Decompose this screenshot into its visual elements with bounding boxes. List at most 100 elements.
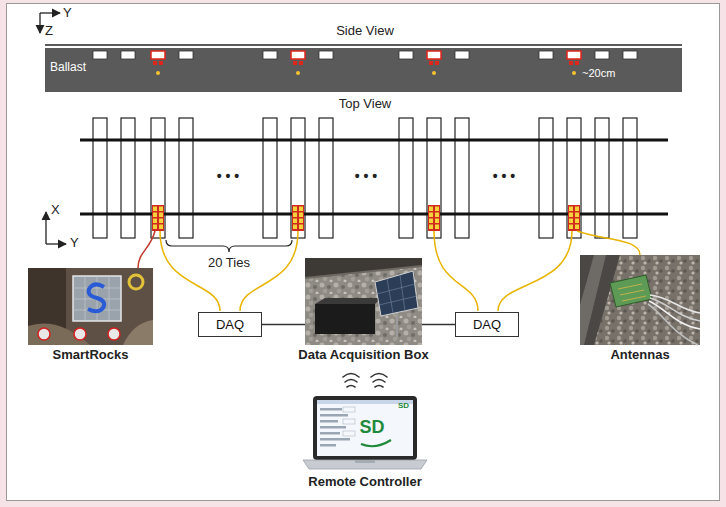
data-acquisition-box-photo-art	[315, 298, 381, 304]
side-view-ballast	[399, 51, 413, 59]
side-view-ballast	[45, 44, 682, 92]
axis-label: X	[51, 203, 60, 218]
view-title: Top View	[339, 97, 392, 112]
smartrocks-photo-art	[88, 284, 104, 311]
side-axis	[39, 13, 40, 33]
top-view-track	[539, 118, 553, 238]
top-view-track	[319, 118, 333, 238]
data-acquisition-box-photo-art	[305, 258, 422, 345]
smartrocks-photo-art	[85, 276, 86, 321]
side-view-ballast	[93, 51, 637, 59]
laptop-art	[320, 438, 350, 441]
top-view-track	[623, 118, 637, 238]
laptop-art	[320, 414, 348, 417]
node-label: SmartRocks	[0, 347, 223, 362]
dimension-label: ~20cm	[582, 67, 615, 80]
wireless-signal-icon	[345, 380, 357, 383]
top-view-track	[80, 118, 668, 238]
smartrocks-photo-art	[108, 328, 120, 340]
side-view-ballast	[263, 51, 277, 59]
node-label: Data Acquisition Box	[235, 347, 492, 362]
top-view-track	[152, 205, 164, 231]
laptop-art	[320, 426, 346, 429]
data-acquisition-box-photo-art	[375, 271, 418, 316]
axis-label: Z	[45, 24, 53, 39]
connector-line	[262, 324, 305, 325]
connector-line	[422, 324, 455, 325]
axis-label: Y	[70, 236, 79, 251]
node-label: DAQ	[473, 317, 501, 332]
layer-label: Ballast	[50, 61, 86, 75]
laptop-art	[355, 460, 375, 463]
laptop-art	[361, 440, 391, 446]
top-view-track	[121, 118, 135, 238]
top-view-track	[427, 118, 441, 238]
smartrocks-photo-art	[73, 276, 121, 321]
data-acquisition-box-photo-art	[387, 279, 393, 314]
side-view-ballast	[179, 51, 193, 59]
antennas-photo-art	[648, 295, 700, 345]
top-view-track	[263, 118, 277, 238]
antennas-photo-art	[620, 290, 644, 295]
smartrocks-photo-art	[129, 275, 143, 289]
node-label: Remote Controller	[233, 474, 497, 489]
data-acquisition-box-photo-art	[379, 296, 417, 305]
side-view-ballast	[159, 61, 163, 65]
smartrocks-photo-art	[38, 328, 50, 340]
side-view-ballast	[151, 51, 165, 59]
side-view-ballast	[293, 61, 297, 65]
side-view-ballast	[153, 61, 579, 65]
sensor-wires	[240, 231, 298, 311]
wireless-signal-icon	[343, 374, 387, 388]
photo-panel: Data Acquisition Box	[305, 258, 422, 362]
side-view-ballast	[575, 61, 579, 65]
data-acquisition-box-photo-art	[377, 275, 417, 313]
side-axis	[40, 12, 60, 13]
antennas-photo-art	[580, 255, 700, 345]
laptop-art	[313, 396, 417, 460]
antennas-photo-art	[580, 255, 606, 345]
ellipsis: • • •	[355, 168, 377, 184]
data-acquisition-box-photo-art	[377, 284, 415, 294]
top-view-track	[93, 118, 637, 238]
side-view-ballast	[299, 61, 303, 65]
top-view-track	[80, 139, 668, 142]
ellipsis: • • •	[493, 168, 515, 184]
top-view-track	[292, 205, 304, 231]
span-label: 20 Ties	[208, 256, 250, 271]
antennas-photo-art	[650, 298, 700, 321]
laptop-art	[320, 444, 336, 447]
side-view-ballast	[45, 46, 682, 48]
top-view-track	[291, 118, 305, 238]
side-view-ballast	[93, 51, 107, 59]
data-acquisition-box-photo-art	[315, 304, 375, 334]
antennas-photo-art	[648, 304, 698, 345]
antennas-photo-art	[610, 275, 652, 307]
node-label: DAQ	[216, 317, 244, 332]
antennas-photo-art	[618, 284, 646, 301]
antennas-photo-art	[618, 284, 642, 289]
laptop-art	[343, 419, 355, 424]
sensor-wires	[138, 231, 155, 268]
side-view-ballast	[572, 71, 576, 75]
smartrocks-photo-art	[73, 276, 121, 321]
top-view-track	[151, 118, 165, 238]
logo-text: SD	[398, 401, 409, 410]
laptop-art	[320, 408, 342, 411]
top-view-track	[399, 118, 413, 238]
wireless-signal-icon	[375, 386, 383, 388]
side-view-ballast	[296, 71, 300, 75]
side-view-ballast	[429, 61, 433, 65]
photo-panel: Antennas	[580, 255, 700, 362]
laptop-art	[320, 420, 338, 423]
side-view-ballast	[569, 61, 573, 65]
data-acquisition-box-photo-art	[400, 275, 405, 311]
side-view-ballast	[595, 51, 609, 59]
wireless-signal-icon	[371, 374, 387, 378]
top-view-track	[428, 205, 440, 231]
sensor-wires	[498, 231, 572, 311]
laptop-art	[317, 400, 413, 456]
process-box: DAQ	[198, 312, 262, 337]
